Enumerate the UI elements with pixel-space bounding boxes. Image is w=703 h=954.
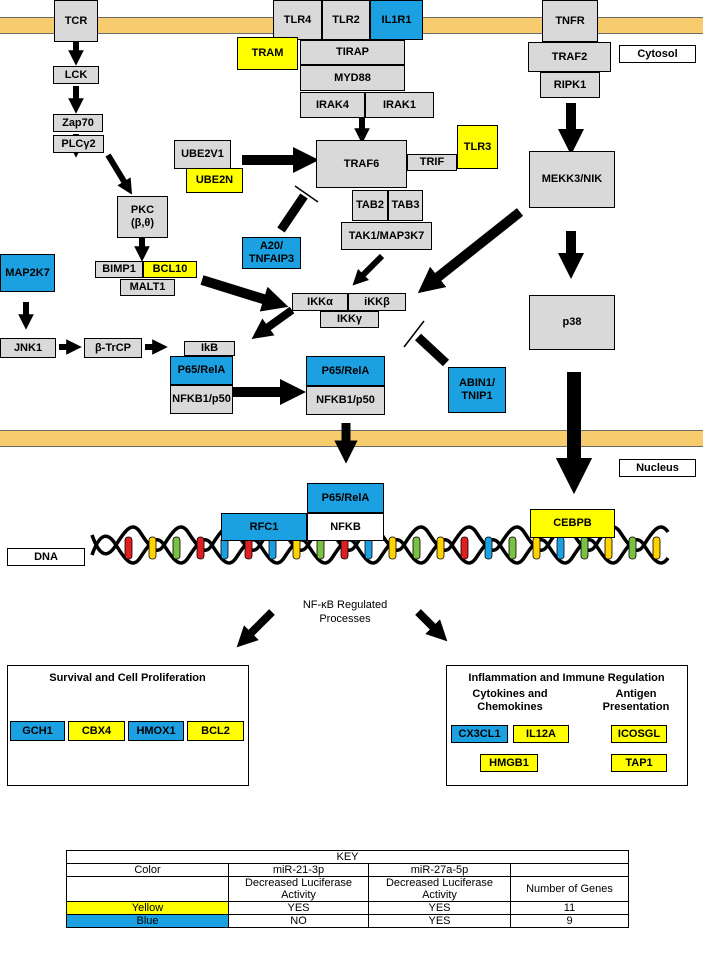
node-traf6: TRAF6 [316, 140, 407, 188]
key-subheader-mir21: Decreased Luciferase Activity [228, 876, 369, 902]
node-ripk1: RIPK1 [540, 72, 600, 98]
node-tlr3: TLR3 [457, 125, 498, 169]
node-tirap: TIRAP [300, 40, 405, 65]
node-p65-nuc: P65/RelA [307, 483, 384, 513]
node-p65-cyto2: P65/RelA [306, 356, 385, 386]
gene-il12a: IL12A [513, 725, 569, 743]
arrow-processes-survival [236, 609, 275, 648]
cytosol-label: Cytosol [619, 45, 696, 63]
cytokines-title: Cytokines and Chemokines [472, 688, 548, 713]
inhibit-a20-traf6 [277, 193, 308, 233]
key-table: KEY Color miR-21-3p miR-27a-5p Decreased… [66, 850, 629, 928]
key-row-yellow-color: Yellow [66, 901, 229, 915]
gene-cx3cl1: CX3CL1 [451, 725, 508, 743]
node-tab3: TAB3 [388, 190, 423, 221]
node-ikkb: iKKβ [348, 293, 406, 311]
node-nfkb-nuc: NFKB [307, 513, 384, 541]
node-rfc1: RFC1 [221, 513, 307, 541]
arrow-processes-inflammation [415, 609, 448, 642]
node-nfkb1-cyto2: NFKB1/p50 [306, 386, 385, 415]
node-abin1: ABIN1/ TNIP1 [448, 367, 506, 413]
node-plcg2: PLCγ2 [53, 135, 104, 153]
node-tram: TRAM [237, 37, 298, 70]
processes-label: NF-κB Regulated Processes [302, 599, 388, 625]
key-header-mir27: miR-27a-5p [368, 863, 511, 877]
node-traf2: TRAF2 [528, 42, 611, 72]
key-header-mir21: miR-21-3p [228, 863, 369, 877]
node-ikka: IKKα [292, 293, 348, 311]
key-row-yellow-mir27: YES [368, 901, 511, 915]
key-subheader-mir27: Decreased Luciferase Activity [368, 876, 511, 902]
inflammation-title: Inflammation and Immune Regulation [468, 672, 665, 684]
node-cebpb: CEBPB [530, 509, 615, 538]
key-row-yellow: Yellow YES YES 11 [66, 901, 629, 915]
arrow-plcg2-pkc [105, 153, 133, 195]
key-row-yellow-mir21: YES [228, 901, 369, 915]
key-row-blue-count: 9 [510, 914, 629, 928]
node-p65-cyto: P65/RelA [170, 356, 233, 385]
inhibit-bar-a20 [294, 185, 319, 203]
node-btrcp: β-TrCP [84, 338, 142, 358]
node-trif: TRIF [407, 154, 457, 171]
node-tlr4: TLR4 [273, 0, 322, 40]
gene-bcl2: BCL2 [187, 721, 244, 741]
gene-hmgb1: HMGB1 [480, 754, 538, 772]
key-subheader-count: Number of Genes [510, 876, 629, 902]
gene-hmox1: HMOX1 [128, 721, 184, 741]
key-header-color: Color [66, 863, 229, 877]
node-irak1: IRAK1 [365, 92, 434, 118]
key-row-blue-color: Blue [66, 914, 229, 928]
node-bimp1: BIMP1 [95, 261, 143, 278]
gene-cbx4: CBX4 [68, 721, 125, 741]
key-row-blue-mir27: YES [368, 914, 511, 928]
inhibit-bar-abin1 [403, 320, 425, 348]
key-row-yellow-count: 11 [510, 901, 629, 915]
node-tnfr: TNFR [542, 0, 598, 42]
node-p38: p38 [529, 295, 615, 350]
node-mekk3: MEKK3/NIK [529, 151, 615, 208]
antigen-title: Antigen Presentation [602, 688, 670, 713]
node-malt1: MALT1 [120, 279, 175, 296]
node-ube2v1: UBE2V1 [174, 140, 231, 169]
node-bcl10: BCL10 [143, 261, 197, 278]
gene-icosgl: ICOSGL [611, 725, 667, 743]
node-zap70: Zap70 [53, 114, 103, 132]
key-row-blue-mir21: NO [228, 914, 369, 928]
arrow-malt1-ikk [200, 275, 289, 312]
key-subheader-empty [66, 876, 229, 902]
survival-title: Survival and Cell Proliferation [49, 672, 206, 684]
node-tcr: TCR [54, 0, 98, 42]
node-tlr2: TLR2 [322, 0, 370, 40]
node-map2k7: MAP2K7 [0, 254, 55, 292]
arrow-ikk-ikb [251, 306, 295, 340]
node-il1r1: IL1R1 [370, 0, 423, 40]
nucleus-label: Nucleus [619, 459, 696, 477]
node-nfkb1-cyto: NFKB1/p50 [170, 385, 233, 414]
node-irak4: IRAK4 [300, 92, 365, 118]
node-lck: LCK [53, 66, 99, 84]
key-header-empty [510, 863, 629, 877]
node-myd88: MYD88 [300, 65, 405, 91]
dna-label: DNA [7, 548, 85, 566]
key-title: KEY [66, 850, 629, 864]
node-ikb: IkB [184, 341, 235, 356]
dna-base-pairs [124, 536, 661, 560]
arrow-tak1-ikk [352, 253, 385, 286]
gene-gch1: GCH1 [10, 721, 65, 741]
node-tab2: TAB2 [352, 190, 388, 221]
key-row-blue: Blue NO YES 9 [66, 914, 629, 928]
node-ube2n: UBE2N [186, 168, 243, 193]
node-pkc: PKC (β,θ) [117, 196, 168, 238]
node-jnk1: JNK1 [0, 338, 56, 358]
node-ikkg: IKKγ [320, 311, 379, 328]
node-tak1: TAK1/MAP3K7 [341, 222, 432, 250]
gene-tap1: TAP1 [611, 754, 667, 772]
inhibit-abin1-ikk [414, 333, 450, 367]
arrow-mekk3-ikk [417, 208, 524, 294]
node-a20: A20/ TNFAIP3 [242, 237, 301, 269]
